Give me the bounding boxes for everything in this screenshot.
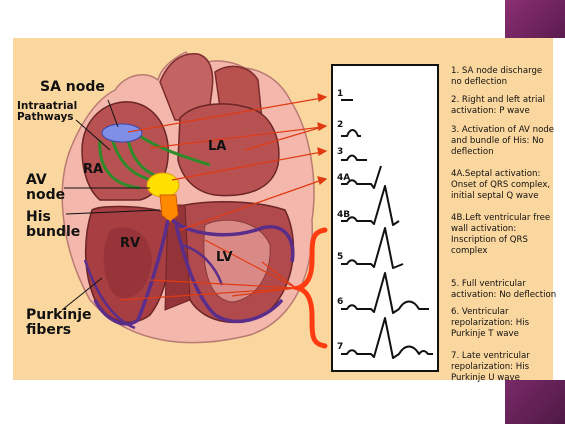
ecg-step-label: 2 — [337, 120, 343, 130]
label-sa-node: SA node — [40, 80, 105, 95]
arrowhead-1 — [318, 94, 326, 101]
ecg-trace-3 — [341, 156, 367, 161]
step-note: 4B.Left ventricular free wall activation… — [451, 213, 559, 257]
label-purkinje: Purkinje fibers — [26, 308, 92, 337]
ecg-step-label: 4B — [337, 210, 350, 220]
arrowhead-4a — [318, 177, 326, 184]
label-intraatrial: Intraatrial Pathways — [17, 101, 77, 123]
step-note: 5. Full ventricular activation: No defle… — [451, 279, 559, 301]
label-lv: LV — [216, 251, 233, 265]
step-note: 2. Right and left atrial activation: P w… — [451, 95, 559, 117]
step-note: 7. Late ventricular repolarization: His … — [451, 351, 559, 384]
step-note: 3. Activation of AV node and bundle of H… — [451, 125, 559, 158]
ecg-trace-panel: 1 2 3 4A 4B 5 6 7 — [331, 64, 439, 372]
arrowhead-2 — [318, 123, 326, 130]
ecg-step-label: 6 — [337, 297, 343, 307]
step-note: 4A.Septal activation: Onset of QRS compl… — [451, 169, 559, 202]
ecg-trace-7 — [341, 318, 433, 358]
sa-node — [102, 124, 142, 142]
ecg-step-label: 1 — [337, 89, 343, 99]
ecg-step-label: 7 — [337, 342, 343, 352]
ecg-trace-2 — [341, 130, 361, 136]
step-note: 6. Ventricular repolarization: His Purki… — [451, 307, 559, 340]
ecg-step-label: 3 — [337, 147, 343, 157]
ecg-step-label: 5 — [337, 252, 343, 262]
ecg-trace-5 — [341, 228, 403, 268]
arrowhead-3 — [318, 148, 326, 155]
av-node — [147, 173, 179, 197]
label-ra: RA — [83, 163, 103, 177]
label-la: LA — [208, 140, 226, 154]
ecg-trace-6 — [341, 273, 429, 313]
label-av-node: AV node — [26, 173, 65, 202]
ecg-traces: 1 2 3 4A 4B 5 6 7 — [333, 66, 437, 370]
label-rv: RV — [120, 237, 140, 251]
step-note: 1. SA node discharge no deflection — [451, 66, 559, 88]
left-atrium — [178, 104, 279, 196]
label-his-bundle: His bundle — [26, 210, 80, 239]
ecg-step-label: 4A — [337, 173, 350, 183]
